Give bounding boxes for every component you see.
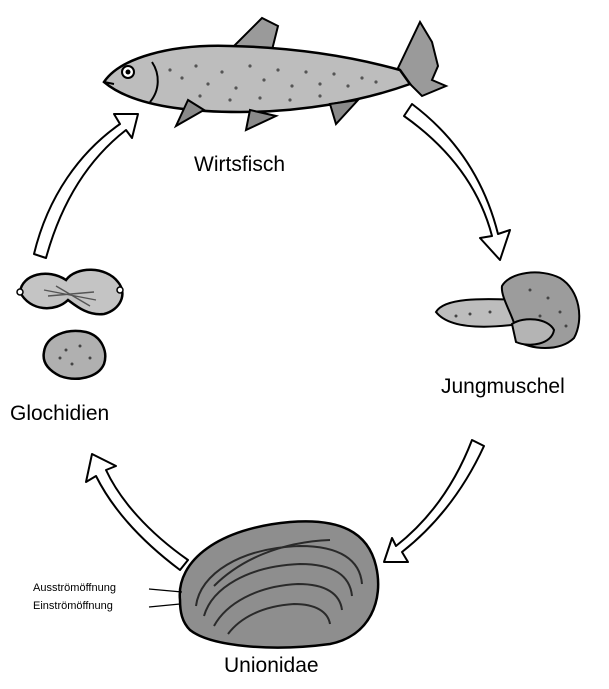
label-inhalent-siphon: Einströmöffnung: [33, 600, 113, 612]
arrow-glochidia-to-fish: [34, 114, 138, 258]
arrow-juvenile-to-adult: [384, 440, 484, 562]
arrow-fish-to-juvenile: [404, 104, 510, 260]
host-fish-illustration: [104, 18, 446, 130]
label-adult-mussel: Unionidae: [224, 654, 319, 678]
arrow-adult-to-glochidia: [86, 454, 188, 570]
juvenile-mussel-illustration: [436, 272, 579, 348]
label-host-fish: Wirtsfisch: [194, 153, 285, 177]
glochidia-illustration: [17, 270, 123, 379]
adult-mussel-illustration: [149, 521, 378, 647]
label-glochidia: Glochidien: [10, 402, 109, 426]
label-juvenile-mussel: Jungmuschel: [441, 375, 565, 399]
label-exhalent-siphon: Ausströmöffnung: [33, 582, 116, 594]
